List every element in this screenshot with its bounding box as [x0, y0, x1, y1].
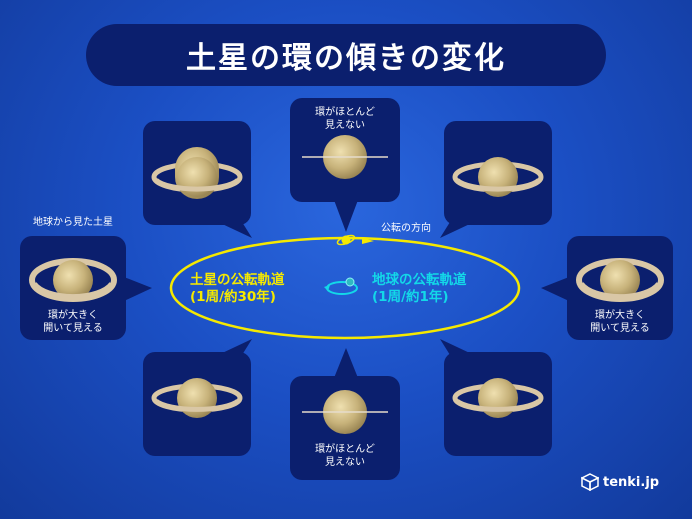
tenki-cube-icon — [581, 473, 599, 491]
saturn-wide-left — [29, 258, 117, 302]
right-panel-label: 環が大きく 開いて見える — [567, 309, 673, 335]
revolution-direction-label: 公転の方向 — [381, 223, 431, 234]
saturn-on-orbit-icon — [336, 234, 356, 246]
left-caption: 地球から見た土星 — [33, 217, 113, 228]
top-panel-label: 環がほとんど 見えない — [290, 106, 400, 132]
title-banner: 土星の環の傾きの変化 — [86, 24, 606, 86]
saturn-orbit-name: 土星の公転軌道 — [190, 272, 285, 288]
earth-orbit-period: (1周/約1年) — [372, 289, 449, 305]
saturn-edge-on-bottom — [302, 390, 388, 434]
left-panel-label: 環が大きく 開いて見える — [20, 309, 126, 335]
tenki-logo: tenki.jp — [581, 473, 659, 491]
earth-orbit-arrow — [324, 285, 330, 291]
bottom-panel-label: 環がほとんど 見えない — [290, 443, 400, 469]
saturn-edge-on-top — [302, 135, 388, 179]
logo-text: tenki.jp — [603, 474, 660, 490]
saturn-medium-top-left — [151, 147, 243, 199]
saturn-wide-right — [576, 258, 664, 302]
saturn-medium-bottom-left — [151, 378, 243, 418]
top-panel-label-line2: 見えない — [325, 120, 365, 131]
bottom-panel-label-line2: 見えない — [325, 457, 365, 468]
earth-orbit-label: 地球の公転軌道 (1周/約1年) — [372, 272, 467, 306]
saturn-orbit-period: (1周/約30年) — [190, 289, 276, 305]
left-panel-label-line1: 環が大きく — [48, 310, 98, 321]
orbit-direction-arrow — [362, 238, 374, 244]
saturn-medium-top-right — [452, 157, 544, 197]
earth-orbit-name: 地球の公転軌道 — [372, 272, 467, 288]
saturn-medium-bottom-right — [452, 378, 544, 418]
saturn-orbit-label: 土星の公転軌道 (1周/約30年) — [190, 272, 285, 306]
top-panel-label-line1: 環がほとんど — [315, 107, 375, 118]
bottom-panel-label-line1: 環がほとんど — [315, 444, 375, 455]
earth-icon — [345, 277, 355, 287]
left-panel-label-line2: 開いて見える — [43, 323, 103, 334]
right-panel-label-line1: 環が大きく — [595, 310, 645, 321]
right-panel-label-line2: 開いて見える — [590, 323, 650, 334]
page-title: 土星の環の傾きの変化 — [186, 41, 506, 76]
